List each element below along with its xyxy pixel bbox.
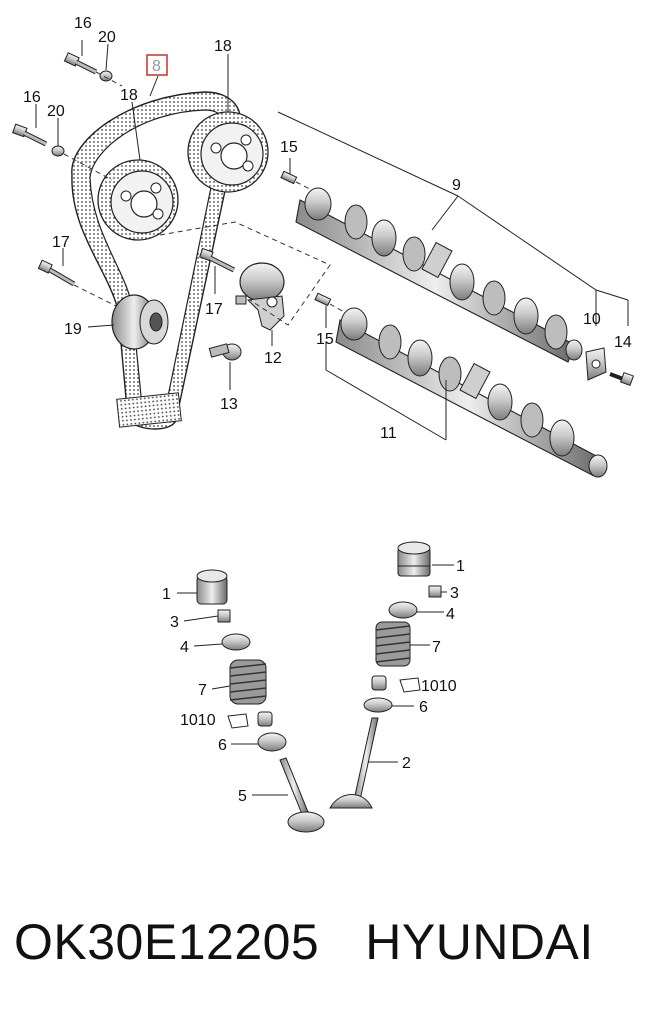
callout-12: 12 — [264, 350, 282, 367]
callout-5: 5 — [238, 788, 247, 805]
valve-left — [279, 757, 325, 833]
valve-seal-left — [257, 711, 273, 727]
bolt-16-top — [63, 52, 98, 75]
camshaft-lower — [335, 307, 608, 478]
callout-6-left: 6 — [218, 737, 227, 754]
callout-19: 19 — [64, 321, 82, 338]
idler-pulley — [111, 294, 169, 350]
seal-icon-left — [227, 713, 249, 729]
spring-retainer-right — [388, 601, 418, 619]
valve-lifter-left — [196, 569, 228, 605]
washer-20-top — [99, 70, 113, 82]
spring-seat-right — [363, 697, 393, 713]
valve-shim-left — [217, 609, 231, 623]
camshaft-upper — [295, 187, 583, 363]
callout-11: 11 — [380, 425, 397, 442]
callout-3-left: 3 — [170, 614, 179, 631]
valve-spring-right — [375, 621, 411, 667]
part-number: OK30E12205 — [14, 914, 320, 970]
washer-20-left — [51, 145, 65, 157]
callout-20-top: 20 — [98, 29, 116, 46]
thrust-plate — [585, 347, 607, 381]
callout-17-tensioner: 17 — [205, 301, 223, 318]
callout-13: 13 — [220, 396, 238, 413]
callout-16-top: 16 — [74, 15, 92, 32]
callout-1-right: 1 — [456, 558, 465, 575]
dowel-pin-upper — [280, 170, 298, 185]
valve-right — [329, 717, 379, 809]
callout-2: 2 — [402, 755, 411, 772]
callout-16-left: 16 — [23, 89, 41, 106]
callout-17-left: 17 — [52, 234, 70, 251]
valve-seal-right — [371, 675, 387, 691]
callout-1010-left: 1010 — [180, 712, 216, 729]
bolt-14 — [609, 371, 635, 387]
callout-15-lower: 15 — [316, 331, 334, 348]
callout-7-right: 7 — [432, 639, 441, 656]
valve-shim-right — [428, 585, 442, 598]
callout-4-right: 4 — [446, 606, 455, 623]
valve-lifter-right — [397, 541, 431, 577]
callout-9: 9 — [452, 177, 461, 194]
exploded-parts-diagram: 16 20 8 18 18 16 20 15 9 17 17 19 12 13 … — [12, 15, 635, 833]
tensioner-pin — [208, 343, 242, 361]
dowel-pin-lower — [314, 292, 332, 307]
spring-retainer-left — [221, 633, 251, 651]
spring-seat-left — [257, 732, 287, 752]
callout-1-left: 1 — [162, 586, 171, 603]
callout-3-right: 3 — [450, 585, 459, 602]
callout-6-right: 6 — [419, 699, 428, 716]
camshaft-sprocket-left — [97, 159, 179, 241]
callout-20-left: 20 — [47, 103, 65, 120]
callout-18-right: 18 — [214, 38, 232, 55]
callout-7-left: 7 — [198, 682, 207, 699]
callout-1010-right: 1010 — [421, 678, 457, 695]
callout-10: 10 — [583, 311, 601, 328]
bolt-16-left — [12, 123, 48, 147]
camshaft-sprocket-right — [187, 111, 269, 193]
seal-icon-right — [399, 677, 421, 693]
highlight-box-8 — [146, 54, 168, 76]
brand-name: HYUNDAI — [365, 914, 594, 970]
callout-18-left: 18 — [120, 87, 138, 104]
callout-15-upper: 15 — [280, 139, 298, 156]
bolt-17-tensioner — [198, 247, 236, 273]
bolt-17-idler — [37, 259, 76, 287]
callout-8: 8 — [152, 58, 161, 75]
callout-4-left: 4 — [180, 639, 189, 656]
belt-tensioner — [235, 262, 285, 331]
valve-spring-left — [229, 659, 267, 705]
part-caption: OK30E12205 HYUNDAI — [14, 902, 644, 982]
callout-14: 14 — [614, 334, 632, 351]
